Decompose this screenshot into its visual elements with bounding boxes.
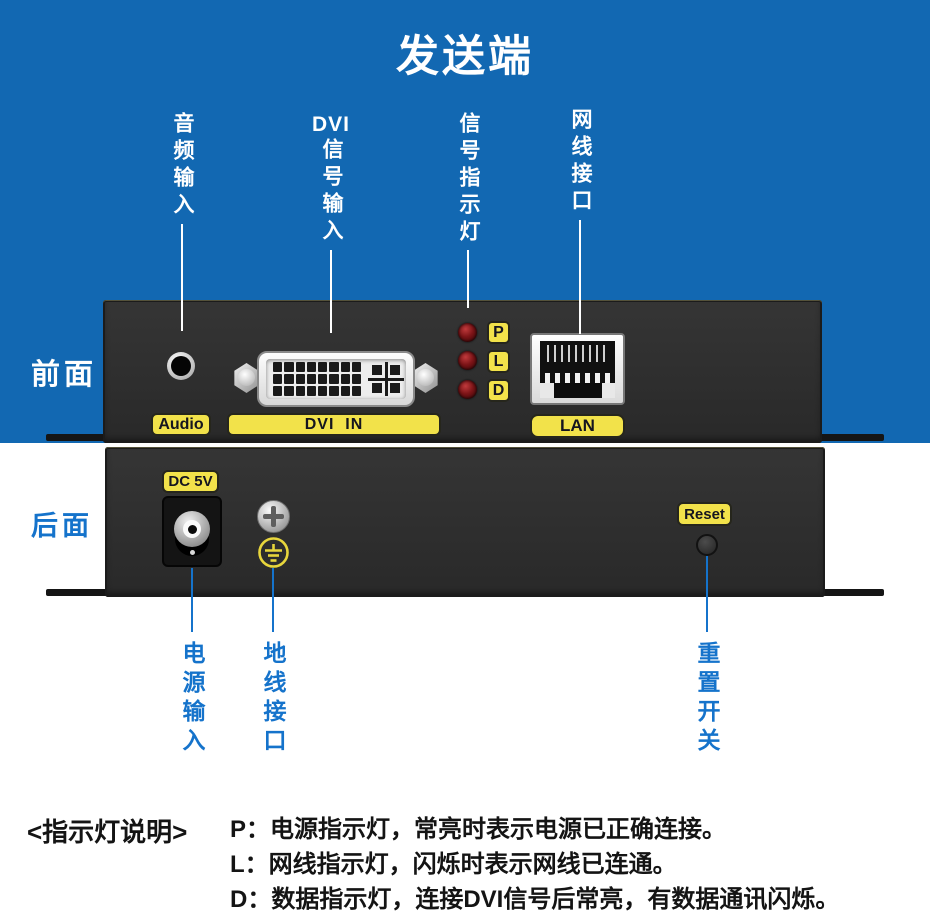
front-right-flange: [820, 434, 884, 441]
callout-line-dvi: [330, 250, 332, 333]
callout-label-text: 信号输入: [319, 138, 343, 246]
callout-label-text: 重置开关: [694, 641, 720, 757]
callout-line-ground: [272, 568, 274, 632]
dvi-pin-grid: [273, 362, 361, 396]
reset-label: Reset: [677, 502, 732, 526]
dc-jack-pin-hole: [187, 524, 197, 534]
notes-title: <指示灯说明>: [27, 817, 188, 847]
dvi-in-port: [257, 351, 415, 407]
dc-power-jack: [162, 496, 222, 567]
reset-button: [696, 534, 718, 556]
callout-line-power: [191, 568, 193, 632]
callout-label-dvi-input: DVI 信号输入: [312, 112, 350, 246]
led-badge-d: D: [487, 379, 510, 402]
lan-port: [530, 333, 625, 405]
callout-label-text: 电源输入: [179, 641, 205, 757]
led-badge-l: L: [487, 350, 510, 373]
callout-label-text: 音频输入: [171, 112, 194, 220]
note-item-d: D：数据指示灯，连接DVI信号后常亮，有数据通讯闪烁。: [230, 886, 840, 913]
audio-port-label: Audio: [151, 413, 211, 436]
audio-jack-port: [167, 352, 195, 380]
front-left-flange: [46, 434, 106, 441]
callout-label-text: 信号指示灯: [457, 112, 480, 247]
callout-label-reset-switch: 重置开关: [694, 641, 720, 757]
callout-label-audio-input: 音频输入: [170, 112, 194, 220]
callout-label-lan-port: 网线接口: [568, 108, 592, 216]
dc-jack-ring: [174, 511, 210, 547]
link-led: [458, 351, 477, 370]
page-title: 发送端: [396, 33, 534, 81]
back-side-label: 后面: [31, 511, 93, 541]
lan-pin-stubs: [545, 373, 610, 383]
callout-label-signal-leds: 信号指示灯: [456, 112, 480, 247]
lan-latch-slot: [553, 383, 602, 398]
callout-line-audio: [181, 224, 183, 331]
power-led: [458, 323, 477, 342]
dvi-key-pins: [368, 362, 404, 396]
back-right-flange: [823, 589, 884, 596]
back-left-flange: [46, 589, 108, 596]
lan-pin-contacts: [547, 345, 608, 362]
dc-power-label: DC 5V: [162, 470, 219, 493]
ground-symbol-icon: [258, 537, 289, 568]
dc-jack-detent: [190, 550, 195, 555]
callout-label-text: 地线接口: [260, 641, 286, 757]
data-led: [458, 380, 477, 399]
dc-jack-insulator: [183, 520, 201, 538]
lan-recess: [540, 341, 615, 398]
callout-line-lan: [579, 220, 581, 334]
dvi-port-label: DVI IN: [227, 413, 441, 436]
callout-label-head: DVI: [311, 113, 351, 136]
lan-port-label: LAN: [530, 414, 625, 438]
led-badge-p: P: [487, 321, 510, 344]
callout-label-power-input: 电源输入: [179, 641, 205, 757]
note-item-l: L：网线指示灯，闪烁时表示网线已连通。: [230, 851, 677, 878]
callout-line-leds: [467, 250, 469, 308]
dvi-recess: [266, 359, 406, 399]
callout-label-text: 网线接口: [569, 108, 592, 216]
front-side-label: 前面: [31, 359, 98, 391]
note-item-p: P：电源指示灯，常亮时表示电源已正确连接。: [230, 816, 727, 843]
ground-screw: [257, 500, 290, 533]
callout-label-ground-port: 地线接口: [260, 641, 286, 757]
callout-line-reset: [706, 556, 708, 632]
